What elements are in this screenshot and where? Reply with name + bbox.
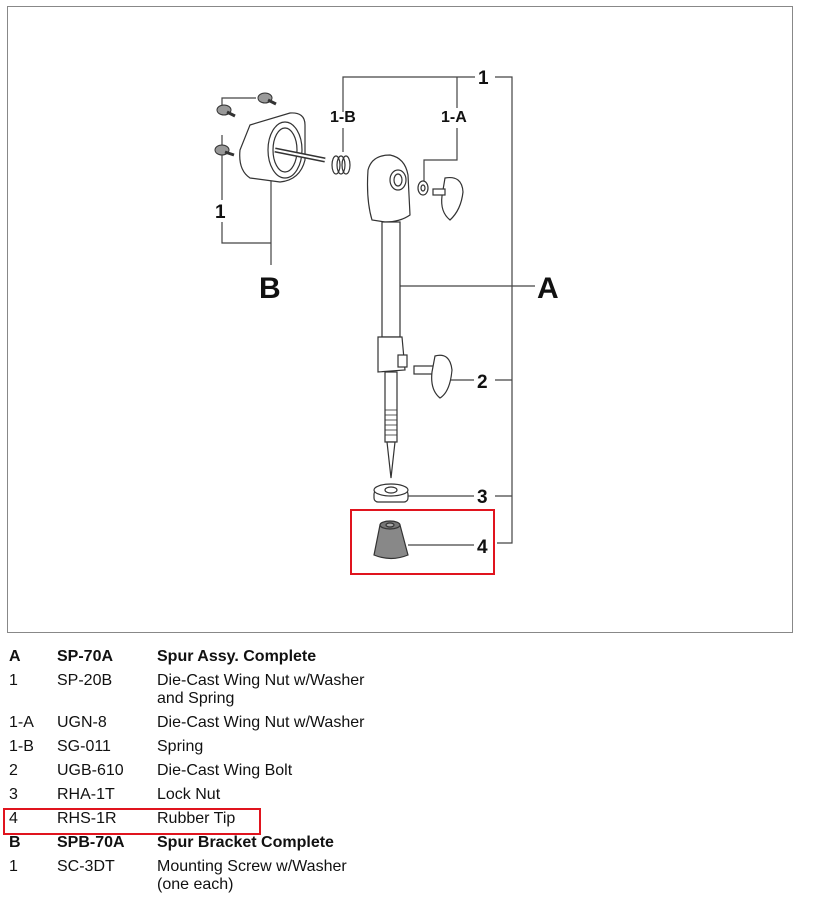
parts-row: 1 SP-20B Die-Cast Wing Nut w/Washer and …: [9, 672, 397, 708]
mounting-screws: [214, 92, 277, 157]
table-highlight-rubber-tip: [3, 808, 261, 835]
callout-1a: 1-A: [441, 109, 467, 126]
parts-row: A SP-70A Spur Assy. Complete: [9, 648, 397, 666]
part-desc: Die-Cast Wing Nut w/Washer and Spring: [157, 672, 365, 707]
callout-b: B: [259, 272, 281, 305]
parts-row: 1 SC-3DT Mounting Screw w/Washer (one ea…: [9, 858, 397, 894]
part-ref: B: [9, 834, 21, 851]
parts-row: 1-B SG-011 Spring: [9, 738, 397, 756]
part-desc: Spur Bracket Complete: [157, 834, 334, 851]
part-code: SC-3DT: [57, 858, 115, 875]
callout-1-left: 1: [215, 202, 226, 223]
part-code: UGB-610: [57, 762, 124, 779]
exploded-parts-diagram: 1 1-B 1-A 1 B A 2 3 4: [214, 68, 559, 575]
spring: [331, 155, 351, 175]
spur-bracket: [239, 112, 326, 183]
parts-row: 2 UGB-610 Die-Cast Wing Bolt: [9, 762, 397, 780]
part-code: SP-20B: [57, 672, 113, 689]
callout-1: 1: [478, 68, 489, 89]
wing-nut-1a: [417, 176, 464, 221]
part-ref: 1-B: [9, 738, 34, 755]
part-code: SP-70A: [57, 648, 114, 665]
part-ref: 1-A: [9, 714, 34, 731]
part-ref: 1: [9, 672, 18, 689]
part-ref: 3: [9, 786, 18, 803]
part-desc: Rubber Tip: [157, 810, 236, 827]
part-ref: 1: [9, 858, 18, 875]
clamp-head: [366, 154, 411, 223]
part-desc: Die-Cast Wing Nut w/Washer: [157, 714, 365, 731]
callout-3: 3: [477, 487, 488, 508]
part-desc: Spur Assy. Complete: [157, 648, 317, 665]
rubber-tip-4: [373, 520, 409, 560]
part-ref: 2: [9, 762, 18, 779]
callout-a: A: [537, 272, 559, 305]
parts-row: B SPB-70A Spur Bracket Complete: [9, 834, 397, 852]
part-code: RHS-1R: [57, 810, 117, 827]
diagram-frame: [7, 6, 793, 633]
part-desc: Mounting Screw w/Washer (one each): [157, 858, 347, 893]
lock-nut-3: [373, 483, 409, 503]
part-desc: Spring: [157, 738, 204, 755]
part-ref: A: [9, 648, 21, 665]
callout-2: 2: [477, 372, 488, 393]
part-code: SG-011: [57, 738, 111, 755]
rubber-tip-highlight: [350, 509, 495, 575]
part-ref: 4: [9, 810, 18, 827]
callout-1b: 1-B: [330, 109, 356, 126]
parts-row-highlighted: 4 RHS-1R Rubber Tip: [9, 810, 397, 828]
parts-row: 3 RHA-1T Lock Nut: [9, 786, 397, 804]
callout-4: 4: [477, 537, 488, 558]
spur-rod: [377, 221, 408, 479]
part-desc: Lock Nut: [157, 786, 221, 803]
part-code: UGN-8: [57, 714, 107, 731]
wing-bolt-2: [413, 354, 453, 399]
part-desc: Die-Cast Wing Bolt: [157, 762, 293, 779]
parts-row: 1-A UGN-8 Die-Cast Wing Nut w/Washer: [9, 714, 397, 732]
part-code: SPB-70A: [57, 834, 125, 851]
part-code: RHA-1T: [57, 786, 115, 803]
parts-list: A SP-70A Spur Assy. Complete 1 SP-20B Di…: [9, 648, 397, 900]
